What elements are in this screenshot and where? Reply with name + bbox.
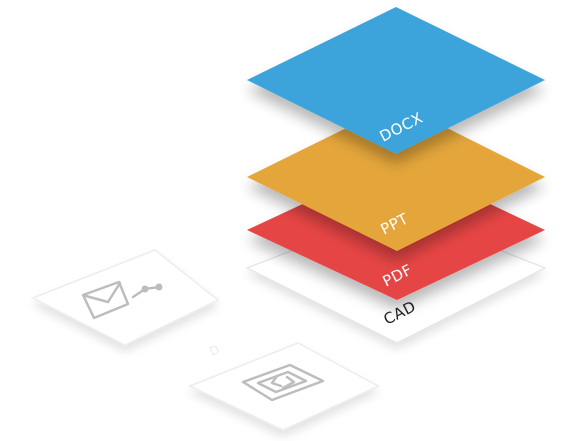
side-panel-code: [188, 342, 380, 431]
email-attachment-icon: [81, 280, 163, 320]
faint-label: D: [207, 342, 221, 359]
code-file-icon: [241, 363, 325, 402]
layer-docx: DOCX: [247, 7, 545, 154]
layer-ppt: PPT: [247, 103, 545, 251]
side-panel-email: [31, 249, 220, 346]
